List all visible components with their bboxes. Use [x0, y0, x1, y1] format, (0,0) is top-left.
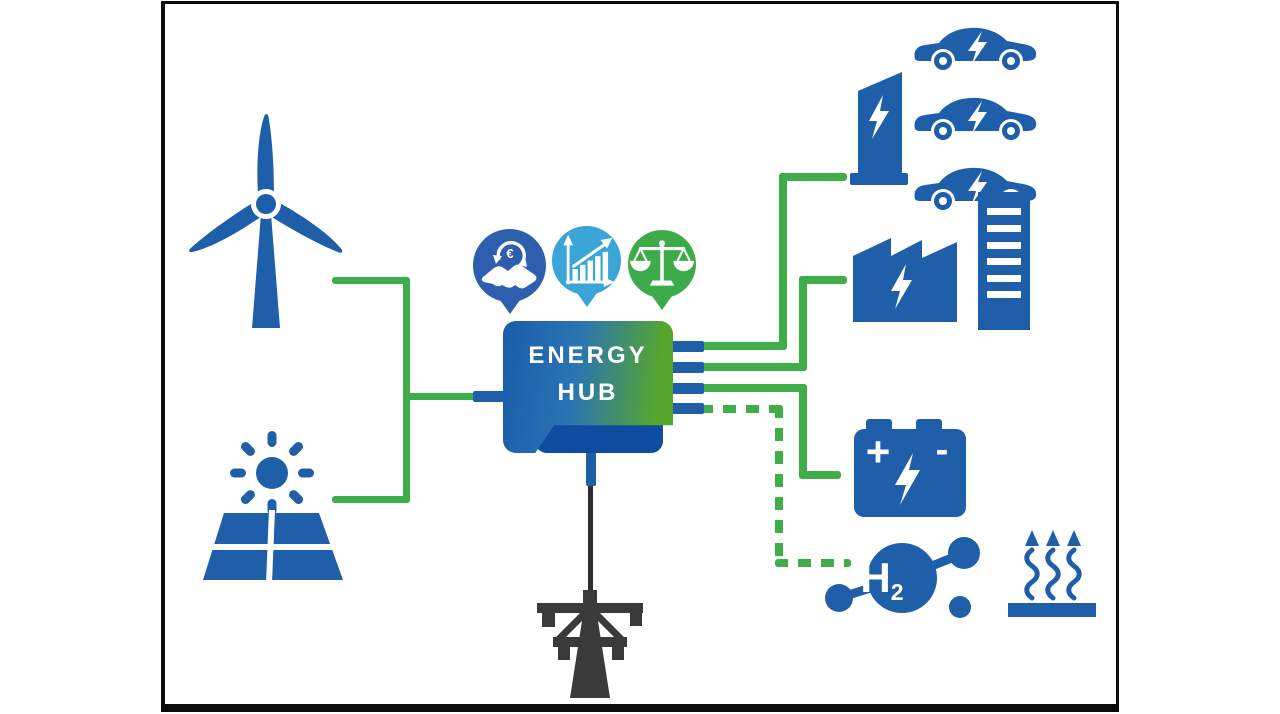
grid-wire	[588, 484, 593, 594]
building-window-row	[987, 208, 1021, 215]
hub-bottom-port	[586, 452, 596, 486]
growth-chart-icon	[563, 234, 615, 287]
hub-right-port-3	[666, 383, 704, 394]
left-junction-line-v	[403, 277, 410, 503]
hub-title-line1: ENERGY	[528, 342, 648, 369]
ev-charging-station-icon	[850, 72, 908, 185]
hub-left-port	[473, 391, 507, 402]
solar-to-hub-line-h	[332, 496, 410, 503]
svg-text:-: -	[936, 429, 949, 471]
hub-right-port-4	[666, 403, 704, 414]
hub-to-factory-line-h1	[700, 363, 807, 371]
wind-to-hub-line-h	[332, 277, 410, 284]
hydrogen-molecule-icon: H2	[825, 537, 980, 618]
hub-to-factory-line-h2	[799, 276, 847, 284]
hub-to-battery-line-h2	[799, 471, 841, 479]
hub-title-line2: HUB	[557, 379, 619, 406]
heat-icon	[1008, 530, 1096, 617]
hub-to-battery-line-v	[799, 384, 807, 479]
solar-panel-icon	[203, 431, 343, 584]
hub-to-factory-line-v	[799, 276, 807, 371]
diagram-border-frame	[161, 1, 1119, 712]
svg-text:€: €	[506, 246, 513, 261]
balance-scales-icon	[630, 240, 694, 286]
building-window-row	[987, 291, 1021, 298]
battery-icon: + -	[854, 419, 966, 517]
electric-car-icon	[914, 97, 1037, 143]
building-window-row	[987, 242, 1021, 249]
junction-to-hub-line-h	[403, 393, 481, 400]
hub-to-h2-dashed-v	[775, 405, 783, 567]
bubble-trade-finance: €	[473, 229, 546, 302]
hub-to-h2-dashed-h2	[775, 559, 851, 567]
bubble-analytics	[552, 226, 621, 295]
hub-right-port-1	[666, 341, 704, 352]
svg-text:H2: H2	[860, 554, 903, 605]
building-icon	[978, 192, 1030, 330]
hub-right-port-2	[666, 362, 704, 373]
electric-car-icon	[914, 27, 1037, 73]
building-window-row	[987, 275, 1021, 282]
bubble-balance	[628, 230, 696, 298]
wind-turbine-icon	[189, 114, 343, 328]
building-window-row	[987, 225, 1021, 232]
hub-to-ev-line-h2	[779, 173, 847, 181]
handshake-euro-icon: €	[481, 241, 537, 289]
hub-to-h2-dashed-h1	[700, 405, 783, 413]
transmission-tower-icon	[537, 590, 643, 698]
building-window-row	[987, 258, 1021, 265]
factory-icon	[853, 238, 957, 322]
hub-to-battery-line-h1	[700, 384, 807, 392]
svg-text:+: +	[866, 428, 891, 475]
hub-to-ev-line-h1	[700, 342, 787, 350]
hub-to-ev-line-v	[779, 173, 787, 350]
